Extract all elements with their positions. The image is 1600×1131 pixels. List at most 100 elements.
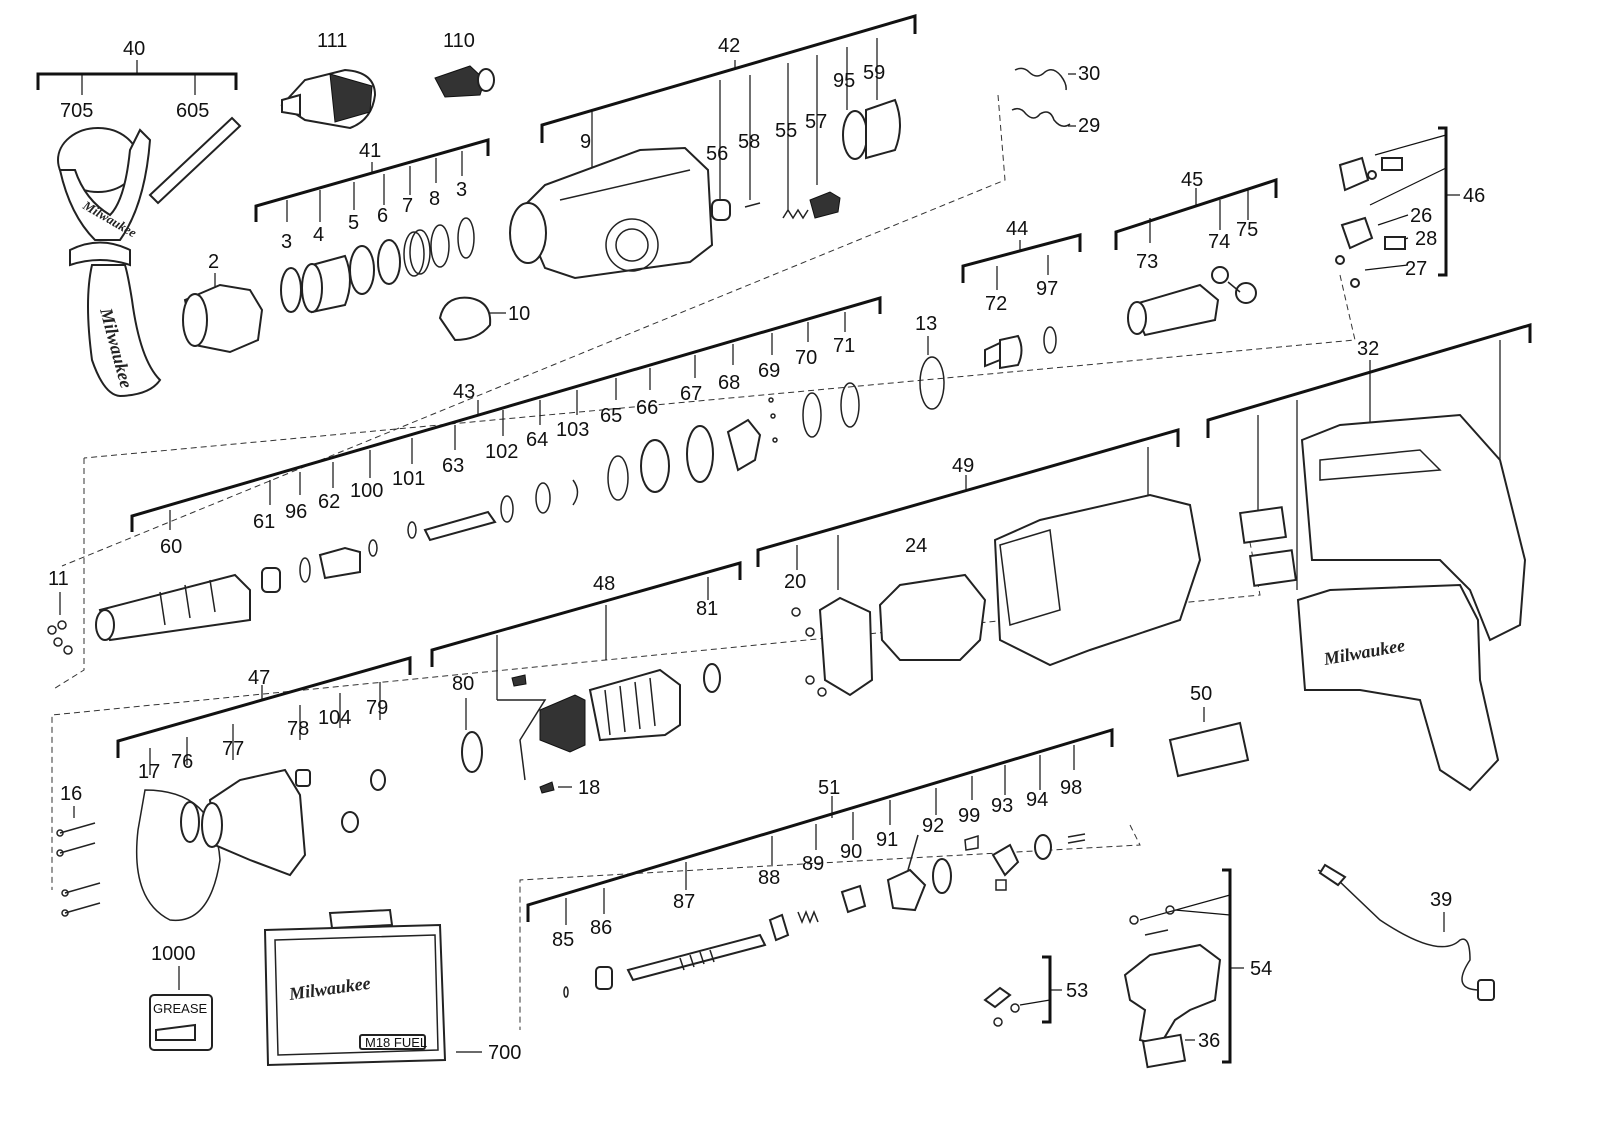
callout-61: 61 bbox=[253, 511, 275, 533]
side-handle-part: Milwaukee Milwaukee bbox=[57, 127, 162, 398]
callout-95: 95 bbox=[833, 70, 855, 92]
callout-80: 80 bbox=[452, 673, 474, 695]
depth-rod-part bbox=[148, 116, 242, 205]
callout-67: 67 bbox=[680, 383, 702, 405]
callout-36: 36 bbox=[1198, 1030, 1220, 1052]
callout-53: 53 bbox=[1066, 980, 1088, 1002]
callout-28: 28 bbox=[1415, 228, 1437, 250]
callout-11: 11 bbox=[48, 568, 69, 590]
callout-99: 99 bbox=[958, 805, 980, 827]
callout-68: 68 bbox=[718, 372, 740, 394]
callout-59: 59 bbox=[863, 62, 885, 84]
callout-75: 75 bbox=[1236, 219, 1258, 241]
callout-48: 48 bbox=[593, 573, 615, 595]
callout-41: 41 bbox=[359, 140, 381, 162]
callout-46: 46 bbox=[1463, 185, 1485, 207]
callout-10: 10 bbox=[508, 303, 530, 325]
callout-49: 49 bbox=[952, 455, 974, 477]
callout-8: 8 bbox=[429, 188, 440, 210]
callout-6: 6 bbox=[377, 205, 388, 227]
callout-94: 94 bbox=[1026, 789, 1048, 811]
assembly-51-intermediate-shaft: 51 85 86 87 88 89 90 91 92 99 93 94 98 bbox=[526, 727, 1114, 998]
callout-605: 605 bbox=[176, 100, 209, 122]
callout-110: 110 bbox=[443, 30, 475, 52]
callout-3: 3 bbox=[456, 179, 467, 201]
callout-64: 64 bbox=[526, 429, 548, 451]
chuck-110-part: 110 bbox=[434, 30, 495, 98]
assembly-48-armature: 48 81 80 18 bbox=[430, 561, 742, 799]
callout-70: 70 bbox=[795, 347, 817, 369]
callout-79: 79 bbox=[366, 697, 388, 719]
callout-88: 88 bbox=[758, 867, 780, 889]
callout-92: 92 bbox=[922, 815, 944, 837]
callout-2: 2 bbox=[208, 251, 219, 273]
assembly-42-gear-housing: 42 9 56 58 55 57 95 59 bbox=[509, 13, 917, 280]
callout-45: 45 bbox=[1181, 169, 1203, 191]
assembly-41-tool-holder: 41 3 4 5 6 7 8 3 bbox=[254, 138, 490, 314]
gear-housing-part bbox=[509, 146, 714, 280]
callout-76: 76 bbox=[171, 751, 193, 773]
callout-90: 90 bbox=[840, 841, 862, 863]
part-50-label: 50 bbox=[1168, 683, 1250, 778]
callout-13: 13 bbox=[915, 313, 937, 335]
callout-16: 16 bbox=[60, 783, 82, 805]
callout-43: 43 bbox=[453, 381, 475, 403]
callout-96: 96 bbox=[285, 501, 307, 523]
part-11-balls: 11 bbox=[47, 568, 73, 655]
part-2-nose-cap: 2 bbox=[182, 251, 264, 354]
callout-30: 30 bbox=[1078, 63, 1100, 85]
assembly-43-spindle: 43 60 61 96 62 100 101 63 102 64 103 65 … bbox=[95, 296, 882, 642]
assembly-32-housing: 32 Milwaukee bbox=[1206, 322, 1532, 792]
callout-85: 85 bbox=[552, 929, 574, 951]
assembly-49-motor-housing: 49 24 20 bbox=[756, 428, 1202, 697]
callout-54: 54 bbox=[1250, 958, 1272, 980]
callout-69: 69 bbox=[758, 360, 780, 382]
assembly-45-piston: 45 73 74 75 bbox=[1114, 169, 1278, 337]
callout-104: 104 bbox=[318, 707, 351, 729]
callout-9: 9 bbox=[580, 131, 591, 153]
grease-label: GREASE bbox=[153, 1001, 208, 1016]
callout-103: 103 bbox=[556, 419, 589, 441]
part-1000-grease: 1000 GREASE bbox=[149, 943, 213, 1051]
callout-102: 102 bbox=[485, 441, 518, 463]
carry-case-badge: M18 FUEL bbox=[365, 1035, 427, 1050]
callout-65: 65 bbox=[600, 405, 622, 427]
callout-3: 3 bbox=[281, 231, 292, 253]
callout-98: 98 bbox=[1060, 777, 1082, 799]
callout-74: 74 bbox=[1208, 231, 1230, 253]
callout-5: 5 bbox=[348, 212, 359, 234]
callout-24: 24 bbox=[905, 535, 927, 557]
callout-60: 60 bbox=[160, 536, 182, 558]
assembly-40-side-handle: 40 705 605 Milwaukee Milwaukee bbox=[36, 38, 242, 398]
callout-78: 78 bbox=[287, 718, 309, 740]
callout-50: 50 bbox=[1190, 683, 1212, 705]
callout-1000: 1000 bbox=[151, 943, 196, 965]
callout-89: 89 bbox=[802, 853, 824, 875]
callout-111: 111 bbox=[317, 30, 347, 52]
callout-18: 18 bbox=[578, 777, 600, 799]
callout-26: 26 bbox=[1410, 205, 1432, 227]
assembly-46-switch-parts: 46 26 28 27 bbox=[1335, 126, 1485, 288]
callout-86: 86 bbox=[590, 917, 612, 939]
callout-72: 72 bbox=[985, 293, 1007, 315]
callout-27: 27 bbox=[1405, 258, 1427, 280]
part-13-o-ring: 13 bbox=[915, 313, 945, 410]
callout-20: 20 bbox=[784, 571, 806, 593]
part-10-selector-knob: 10 bbox=[438, 296, 530, 342]
callout-66: 66 bbox=[636, 397, 658, 419]
callout-7: 7 bbox=[402, 195, 413, 217]
callout-81: 81 bbox=[696, 598, 718, 620]
callout-71: 71 bbox=[833, 335, 855, 357]
callout-29: 29 bbox=[1078, 115, 1100, 137]
part-16-screws: 16 bbox=[56, 783, 101, 917]
part-39-power-cord: 39 bbox=[1317, 863, 1495, 1001]
part-700-carry-case: Milwaukee M18 FUEL 700 bbox=[263, 908, 521, 1067]
callout-87: 87 bbox=[673, 891, 695, 913]
callout-73: 73 bbox=[1136, 251, 1158, 273]
assembly-54-switch: 54 36 bbox=[1123, 868, 1272, 1069]
assembly-44-striker: 44 72 97 bbox=[961, 218, 1082, 370]
callout-56: 56 bbox=[706, 143, 728, 165]
callout-700: 700 bbox=[488, 1042, 521, 1064]
callout-39: 39 bbox=[1430, 889, 1452, 911]
